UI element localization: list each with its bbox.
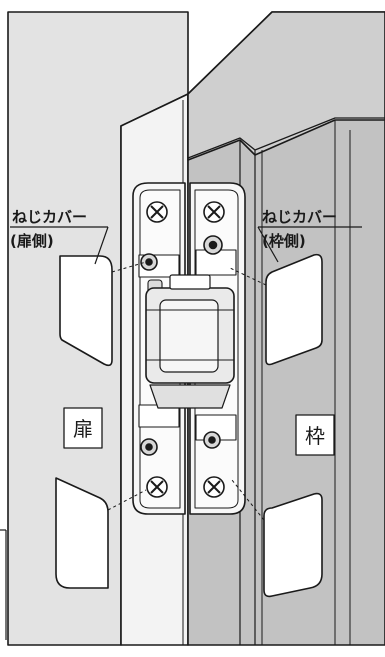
- screw-icon: [146, 476, 168, 498]
- frame-cover-title: ねじカバー: [262, 208, 337, 226]
- door-cover-sub: (扉側): [10, 232, 54, 250]
- adjust-cam-icon: [203, 431, 221, 449]
- leader-lines: [10, 226, 362, 265]
- hinge-knuckle: [145, 274, 235, 409]
- alignment-lines: [107, 261, 267, 521]
- door-screw-cover-bottom: [55, 477, 109, 589]
- adjust-cam-icon: [140, 253, 158, 271]
- frame-box-frame: [295, 414, 335, 456]
- frame-box-label: 枠: [305, 424, 325, 448]
- frame-cover-sub: (枠側): [262, 232, 306, 250]
- frame-screw-cover-bottom: [263, 492, 323, 598]
- frame-screw-cover-top: [265, 253, 323, 366]
- screw-icon: [203, 476, 225, 498]
- door-cover-title: ねじカバー: [12, 208, 87, 226]
- door-box-label: 扉: [73, 417, 93, 441]
- door-screw-cover-top: [59, 255, 113, 367]
- screw-icon: [203, 201, 225, 223]
- adjust-cam-icon: [203, 235, 223, 255]
- door-box-frame: [63, 407, 103, 449]
- screw-icon: [146, 201, 168, 223]
- adjust-cam-icon: [140, 438, 158, 456]
